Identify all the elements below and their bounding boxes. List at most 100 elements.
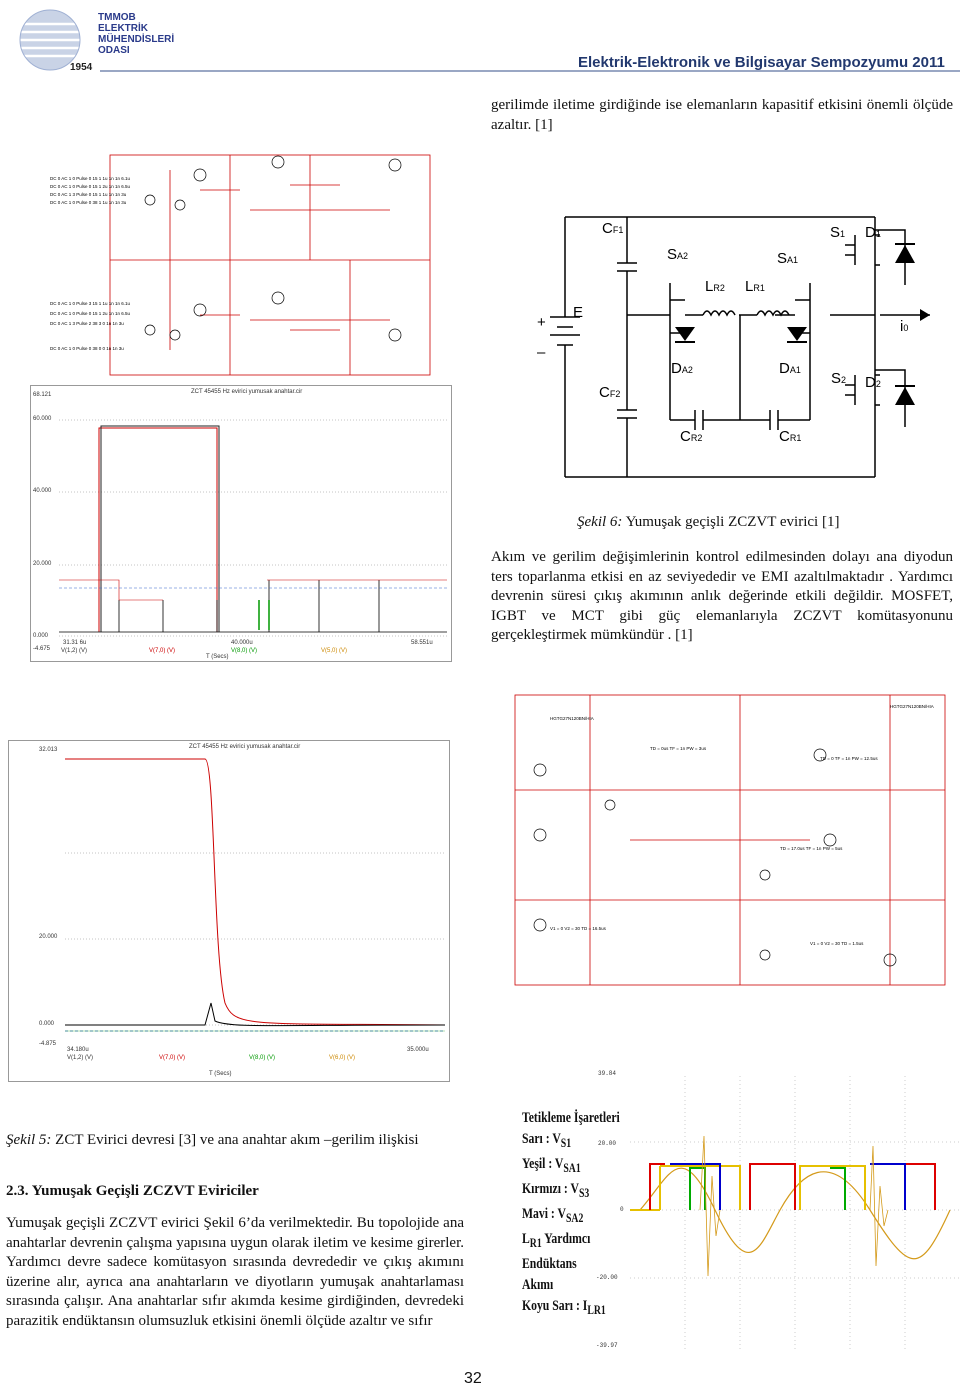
scope-capture: Tetikleme İşaretleri Sarı : VS1 Yeşil : …	[510, 1068, 960, 1358]
logo-line-4: ODASI	[98, 45, 130, 56]
svg-text:S2: S2	[831, 370, 846, 387]
lbl-s2-sub: 2	[841, 375, 846, 385]
sim-mid-xlabel: T (Secs)	[209, 1071, 232, 1077]
lbl-cr2: C	[680, 428, 691, 445]
lbl-cf2: C	[599, 384, 610, 401]
scope-legend: Tetikleme İşaretleri Sarı : VS1 Yeşil : …	[522, 1108, 620, 1321]
sim-top-legend: V(8,0) (V)	[231, 648, 258, 654]
legend-sub: LR1	[587, 1303, 606, 1317]
svg-text:DC 0 AC 1 3 Pulse 2 38 3 0 1n: DC 0 AC 1 3 Pulse 2 38 3 0 1n 1n 3u	[50, 321, 124, 326]
header-rule	[100, 70, 960, 72]
lbl-sa2-sub: A2	[677, 251, 688, 261]
lbl-plus: +	[537, 314, 546, 331]
sim-mid-legend: V(8,0) (V)	[249, 1055, 276, 1061]
sim-top-xend: 58.551u	[411, 640, 433, 646]
lbl-d1: D	[865, 224, 876, 241]
svg-text:TD = 0us TF = 1n PW = 3us: TD = 0us TF = 1n PW = 3us	[650, 746, 707, 751]
svg-text:DC 0 AC 1 0 Pulse 0 15 1 2u 1n: DC 0 AC 1 0 Pulse 0 15 1 2u 1n 1n 6.5u	[50, 184, 131, 189]
legend-line: L	[522, 1231, 530, 1247]
svg-text:TD = 0 TF = 1n PW = 12.5us: TD = 0 TF = 1n PW = 12.5us	[820, 756, 878, 761]
fig6-caption-text: Yumuşak geçişli ZCZVT evirici [1]	[622, 514, 840, 530]
svg-text:V1 = 0 V2 = 30 TD = 1.5us: V1 = 0 V2 = 30 TD = 1.5us	[810, 941, 864, 946]
svg-text:CR2: CR2	[680, 428, 702, 445]
lbl-da1: D	[779, 360, 790, 377]
lbl-da2-sub: A2	[682, 365, 693, 375]
tmmob-logo	[15, 9, 88, 71]
lbl-cr1: C	[779, 428, 790, 445]
lbl-e: E	[573, 304, 583, 321]
scope-waveforms	[630, 1076, 960, 1351]
sim-top-waveforms	[59, 419, 447, 637]
lbl-d2: D	[865, 374, 876, 391]
svg-text:DC 0 AC 1 0 Pulse 0 15 1 2u 1n: DC 0 AC 1 0 Pulse 0 15 1 2u 1n 1n 6.5u	[50, 311, 131, 316]
sim-mid-ytick: -4.875	[39, 1041, 57, 1047]
svg-text:CF1: CF1	[602, 220, 623, 237]
lbl-lr2: L	[705, 278, 713, 295]
sim-top-ytick: 68.121	[33, 392, 52, 398]
svg-text:SA2: SA2	[667, 246, 688, 263]
right-para-mid: Akım ve gerilim değişimlerinin kontrol e…	[491, 549, 953, 643]
sim-plot-mid: ZCT 45455 Hz evirici yumusak anahtar.cir…	[8, 740, 450, 1082]
legend-line: Akımı	[522, 1277, 554, 1293]
legend-sub: SA2	[565, 1211, 584, 1225]
svg-text:CR1: CR1	[779, 428, 801, 445]
legend-sub: S1	[560, 1136, 572, 1150]
lbl-sa2: S	[667, 246, 677, 263]
legend-line: Sarı : V	[522, 1131, 561, 1147]
fig5-caption-text: ZCT Evirici devresi [3] ve ana anahtar a…	[51, 1132, 419, 1148]
lbl-d2-sub: 2	[876, 379, 881, 389]
sim-mid-legend: V(1,2) (V)	[67, 1055, 94, 1061]
sim-top-legend: V(5,0) (V)	[321, 648, 348, 654]
pspice-schematic-1: DC 0 AC 1 0 Pulse 0 15 1 1u 1n 1n 6.1u D…	[50, 154, 431, 376]
lbl-io: i	[900, 318, 903, 335]
sim-top-ytick: -4.675	[33, 646, 51, 652]
sim-top-ytick: 60.000	[33, 416, 52, 422]
svg-text:TD = 17.0us TF = 1n PW = 5us: TD = 17.0us TF = 1n PW = 5us	[780, 846, 843, 851]
fig6-caption: Şekil 6: Yumuşak geçişli ZCZVT evirici […	[577, 514, 839, 531]
legend-line: Koyu Sarı : I	[522, 1298, 588, 1314]
scope-ytick: -39.97	[596, 1342, 618, 1349]
lbl-lr1-sub: R1	[753, 283, 765, 293]
scope-ytick: -20.00	[596, 1274, 618, 1281]
lbl-lr2-sub: R2	[713, 283, 725, 293]
scope-legend-title: Tetikleme İşaretleri	[522, 1110, 620, 1126]
symposium-title: Elektrik-Elektronik ve Bilgisayar Sempoz…	[578, 54, 945, 71]
sim-top-xstart: 31.31 6u	[63, 640, 87, 646]
scope-ytick: 39.84	[598, 1070, 617, 1077]
svg-text:HGTG27N120BN/HIA: HGTG27N120BN/HIA	[890, 704, 934, 709]
lbl-cr1-sub: R1	[790, 433, 802, 443]
sim-mid-ytick: 0.000	[39, 1021, 55, 1027]
fig6-caption-label: Şekil 6:	[577, 514, 623, 530]
section-heading: 2.3. Yumuşak Geçişli ZCZVT Eviriciler	[6, 1183, 259, 1199]
fig5-caption: Şekil 5: ZCT Evirici devresi [3] ve ana …	[6, 1132, 419, 1149]
sim-top-legend: V(1,2) (V)	[61, 648, 88, 654]
zczvt-inverter-diagram: CF1 CF2 SA2 SA1 S1 D1 S2 D2 LR2 LR1 DA2 …	[537, 216, 930, 478]
sim-mid-ytick: 20.000	[39, 934, 58, 940]
sim-top-legend: V(7,0) (V)	[149, 648, 176, 654]
right-para-top: gerilimde iletime girdiğinde ise elemanl…	[491, 97, 953, 133]
svg-text:CF2: CF2	[599, 384, 620, 401]
sim-top-ytick: 40.000	[33, 488, 52, 494]
lbl-io-sub: 0	[903, 323, 908, 333]
logo-line-2: ELEKTRİK	[98, 23, 148, 34]
header-year: 1954	[70, 62, 93, 73]
lbl-minus: –	[537, 344, 546, 361]
lbl-da1-sub: A1	[790, 365, 801, 375]
svg-text:HGTG27N120BN/HIA: HGTG27N120BN/HIA	[550, 716, 594, 721]
left-para: Yumuşak geçişli ZCZVT evirici Şekil 6’da…	[6, 1215, 464, 1329]
svg-text:S1: S1	[830, 224, 845, 241]
svg-text:D2: D2	[865, 374, 881, 391]
legend-suffix: Yardımcı	[541, 1231, 591, 1247]
svg-text:D1: D1	[865, 224, 881, 241]
lbl-d1-sub: 1	[876, 229, 881, 239]
lbl-s1: S	[830, 224, 840, 241]
legend-line: Kırmızı : V	[522, 1181, 579, 1197]
svg-text:DA1: DA1	[779, 360, 801, 377]
legend-line: Yeşil : V	[522, 1156, 564, 1172]
lbl-s2: S	[831, 370, 841, 387]
sim-mid-waveforms	[65, 758, 445, 1032]
scope-ytick: 20.00	[598, 1140, 617, 1147]
lbl-lr1: L	[745, 278, 753, 295]
sim-plot-top: ZCT 45455 Hz evirici yumusak anahtar.cir…	[30, 385, 452, 662]
svg-text:LR2: LR2	[705, 278, 725, 295]
